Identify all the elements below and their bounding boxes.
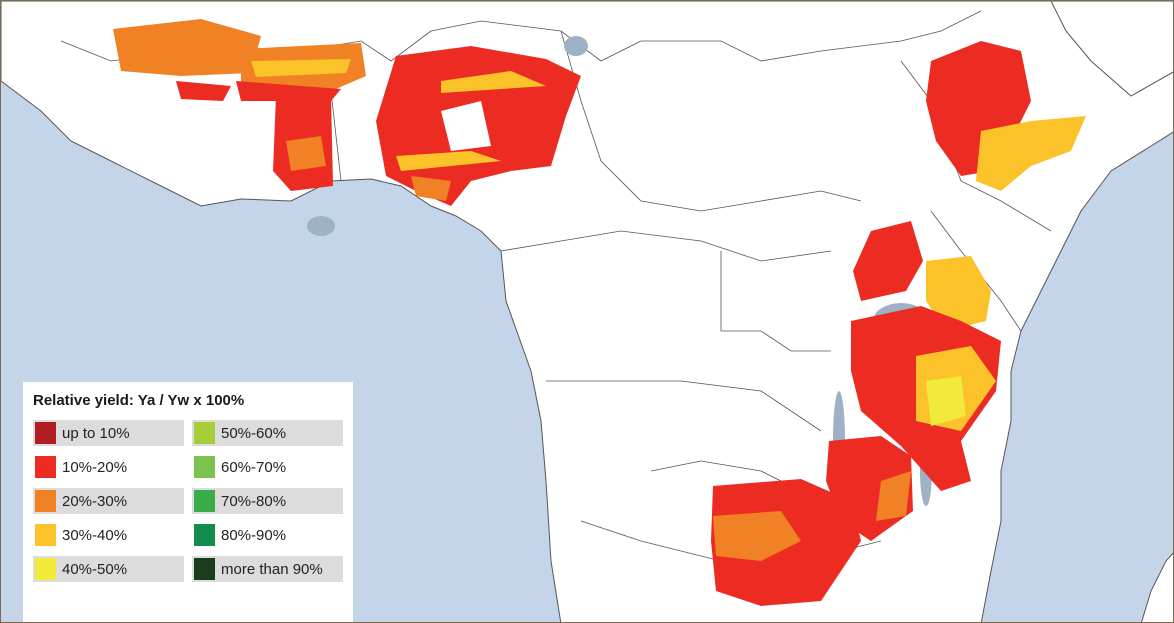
legend-label: 60%-70% (221, 458, 287, 476)
legend-swatch (194, 422, 215, 444)
legend-label: 80%-90% (221, 526, 287, 544)
legend-item: 10%-20% (33, 454, 184, 480)
legend-item: 80%-90% (192, 522, 343, 548)
legend-swatch (35, 456, 56, 478)
legend-swatch (194, 524, 215, 546)
legend-item: 60%-70% (192, 454, 343, 480)
yield-patches (113, 19, 1086, 606)
map-legend: Relative yield: Ya / Yw x 100% up to 10%… (23, 382, 353, 622)
legend-swatch (35, 558, 56, 580)
legend-item: 70%-80% (192, 488, 343, 514)
legend-item: 30%-40% (33, 522, 184, 548)
legend-item: 20%-30% (33, 488, 184, 514)
legend-swatch (194, 558, 215, 580)
country-borders (60, 10, 1052, 562)
legend-item: up to 10% (33, 420, 184, 446)
legend-swatch (194, 456, 215, 478)
legend-item: more than 90% (192, 556, 343, 582)
legend-item: 40%-50% (33, 556, 184, 582)
legend-swatch (194, 490, 215, 512)
legend-label: 40%-50% (62, 560, 128, 578)
legend-swatch (35, 422, 56, 444)
legend-title: Relative yield: Ya / Yw x 100% (33, 392, 245, 409)
legend-label: 20%-30% (62, 492, 128, 510)
legend-grid: up to 10% 50%-60% 10%-20% 60%-70% 20%-30% 70%… (33, 420, 343, 582)
legend-label: 30%-40% (62, 526, 128, 544)
legend-label: up to 10% (62, 424, 130, 442)
legend-label: 50%-60% (221, 424, 287, 442)
legend-label: 70%-80% (221, 492, 287, 510)
legend-label: 10%-20% (62, 458, 128, 476)
madagascar-island (1141, 552, 1173, 622)
legend-swatch (35, 524, 56, 546)
legend-item: 50%-60% (192, 420, 343, 446)
legend-swatch (35, 490, 56, 512)
legend-label: more than 90% (221, 560, 323, 578)
arabia-landmass (1050, 1, 1173, 97)
